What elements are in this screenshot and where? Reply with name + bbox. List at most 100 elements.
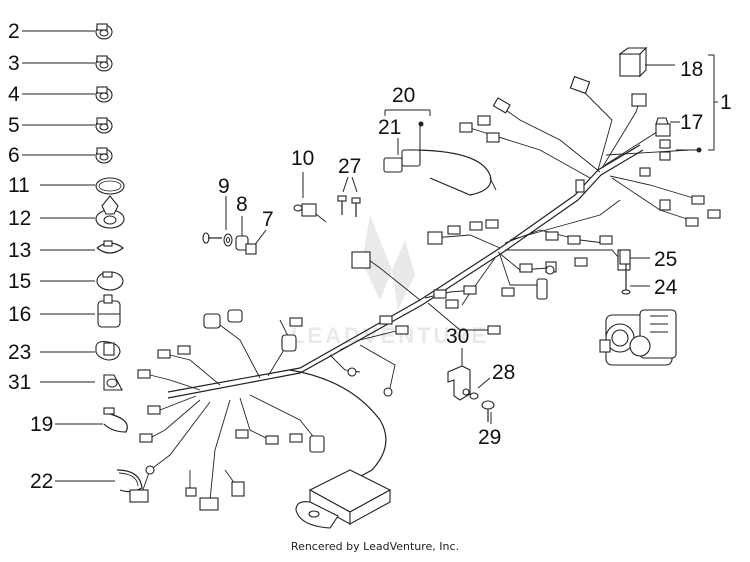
clip-12-icon — [95, 195, 125, 229]
label-25: 25 — [654, 248, 677, 271]
connector-icon — [459, 122, 473, 133]
label-27: 27 — [338, 155, 361, 178]
label-3: 3 — [8, 52, 20, 75]
connector-icon — [445, 299, 459, 309]
hose-clamp-3-icon — [95, 55, 113, 72]
connector-icon — [599, 235, 613, 245]
connector-icon — [691, 195, 705, 205]
label-30: 30 — [446, 325, 469, 348]
label-17: 17 — [680, 111, 703, 134]
relay-17-18-icon — [618, 46, 718, 153]
cable-tie-22-icon — [116, 469, 143, 493]
cable-tie-15-icon — [96, 271, 124, 291]
ring-terminal-icon — [347, 367, 357, 377]
label-4: 4 — [8, 83, 20, 106]
label-11: 11 — [8, 174, 30, 197]
label-6: 6 — [8, 144, 20, 167]
connector-icon — [463, 285, 477, 295]
clip-23-icon — [95, 340, 121, 361]
label-31: 31 — [8, 371, 31, 394]
label-7: 7 — [262, 208, 274, 231]
harness-connectors — [129, 75, 721, 511]
connector-icon — [309, 435, 325, 453]
label-24: 24 — [654, 276, 678, 299]
connector-icon — [351, 251, 371, 269]
clamp-column — [22, 23, 143, 493]
label-8: 8 — [236, 193, 248, 216]
connector-icon — [147, 405, 161, 415]
connector-icon — [281, 334, 297, 352]
connector-icon — [659, 151, 671, 161]
hose-clamp-6-icon — [95, 147, 113, 164]
label-22: 22 — [30, 470, 53, 493]
connector-icon — [203, 313, 221, 329]
pointer-dot-icon — [418, 121, 424, 127]
connector-icon — [185, 487, 197, 497]
main-wiring-harness — [139, 89, 701, 501]
sensor-20-21-icon — [383, 109, 431, 173]
connector-icon — [575, 179, 585, 193]
connector-icon — [265, 435, 279, 445]
bolt-9-icon — [202, 232, 222, 244]
connector-icon — [485, 219, 499, 229]
label-23: 23 — [8, 341, 31, 364]
washer-8-icon — [223, 233, 233, 247]
connector-icon — [433, 289, 447, 299]
connector-icon — [707, 209, 721, 219]
hose-clamp-2-icon — [95, 23, 113, 40]
watermark-logo-icon — [362, 215, 415, 310]
bracket-28-29-30-icon — [447, 348, 495, 424]
clip-31-icon — [103, 374, 123, 391]
ecu-module-icon — [295, 469, 392, 529]
label-28: 28 — [492, 361, 515, 384]
connector-icon — [487, 325, 501, 335]
cable-tie-11-icon — [95, 177, 125, 195]
connector-icon — [447, 225, 461, 235]
watermark: LEADVENTURE — [291, 215, 489, 348]
label-18: 18 — [680, 58, 703, 81]
watermark-text: LEADVENTURE — [291, 323, 489, 348]
label-5: 5 — [8, 114, 20, 137]
connector-icon — [129, 489, 149, 503]
screws-27-icon — [337, 176, 361, 217]
connector-icon — [379, 315, 393, 325]
connector-icon — [235, 429, 249, 439]
connector-icon — [395, 325, 409, 335]
connector-icon — [157, 349, 171, 359]
connector-icon — [685, 217, 699, 227]
throttle-body-icon — [599, 249, 677, 366]
label-1: 1 — [720, 91, 732, 114]
label-12: 12 — [8, 207, 31, 230]
ring-terminal-icon — [383, 387, 393, 397]
clip-7-icon — [235, 235, 257, 255]
label-20: 20 — [392, 84, 415, 107]
label-16: 16 — [8, 303, 31, 326]
connector-icon — [631, 93, 647, 107]
connector-icon — [469, 221, 483, 231]
connector-icon — [574, 257, 588, 267]
connector-icon — [427, 231, 443, 245]
hose-clamp-5-icon — [95, 117, 113, 134]
connector-icon — [659, 199, 671, 211]
connector-icon — [177, 345, 191, 355]
bracket-10-icon — [293, 172, 327, 223]
label-15: 15 — [8, 270, 31, 293]
label-19: 19 — [30, 413, 53, 436]
connector-icon — [569, 75, 591, 95]
connector-icon — [227, 309, 243, 323]
connector-icon — [519, 263, 533, 273]
connector-icon — [536, 278, 548, 300]
pointer-dot-icon — [696, 147, 702, 153]
connector-icon — [639, 167, 651, 177]
cable-tie-13-icon — [96, 240, 124, 254]
connector-icon — [289, 317, 303, 327]
connector-icon — [492, 97, 511, 114]
connector-icon — [289, 433, 303, 443]
ring-terminal-icon — [145, 465, 155, 475]
label-21: 21 — [378, 116, 401, 139]
clip-16-icon — [97, 294, 121, 328]
connector-icon — [567, 235, 581, 245]
connector-icon — [477, 115, 491, 126]
rendered-by-credit: Rencered by LeadVenture, Inc. — [290, 540, 460, 553]
cable-tie-19-icon — [103, 407, 128, 433]
